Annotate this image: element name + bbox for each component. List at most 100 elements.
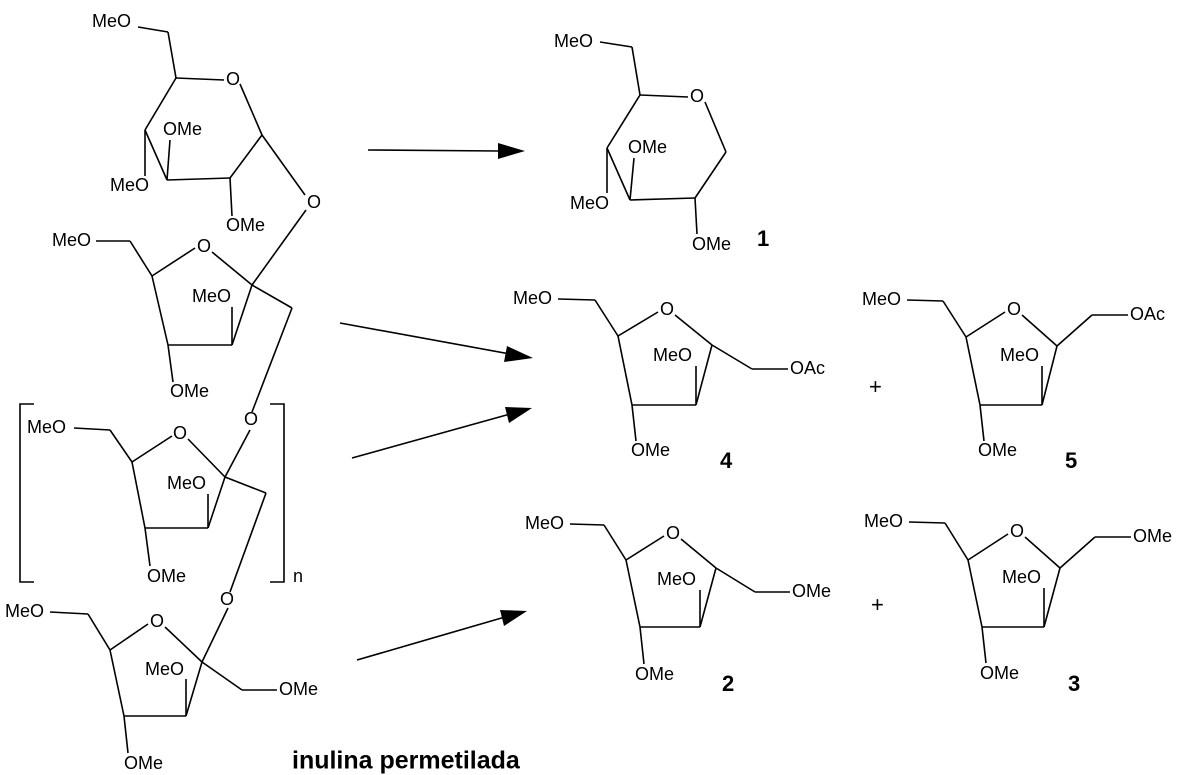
bond (166, 177, 231, 181)
bond (109, 429, 133, 463)
meo-label: MeO (525, 513, 564, 533)
bond (151, 275, 169, 346)
bond (261, 134, 306, 196)
compound-number: 5 (1065, 448, 1077, 473)
meo-label: MeO (192, 286, 231, 306)
glucopyranose-unit: MeO O OMe MeO OMe O (92, 11, 321, 235)
bond (625, 535, 665, 561)
bond (229, 134, 263, 179)
bond (87, 613, 111, 651)
bond (715, 567, 756, 593)
reaction-arrows (339, 143, 533, 661)
bond (207, 476, 226, 529)
ring-oxygen: O (666, 523, 680, 543)
bond (167, 31, 177, 79)
oac-label: OAc (790, 358, 825, 378)
compound-4: MeO O OAc MeO OMe 4 (513, 288, 825, 473)
ome-label: OMe (635, 664, 674, 684)
meo-label: MeO (1002, 567, 1041, 587)
bond (1043, 567, 1061, 628)
compound-number: 3 (1068, 671, 1080, 696)
fructofuranose-unit: MeO O MeO OMe O (52, 209, 307, 429)
bond (1056, 314, 1093, 347)
bond (674, 314, 713, 346)
ome-label: OMe (1133, 526, 1172, 546)
meo-label: MeO (862, 289, 901, 309)
ome-label: OMe (792, 581, 831, 601)
bond (617, 311, 659, 337)
bond (1021, 314, 1058, 347)
inulin-structure: MeO O OMe MeO OMe O MeO O (5, 11, 521, 775)
compound-number: 1 (757, 226, 769, 251)
bond (942, 300, 967, 338)
bond (49, 611, 89, 615)
bond (625, 559, 641, 628)
bond (1059, 536, 1096, 569)
glycosidic-oxygen: O (307, 192, 321, 212)
meo-label: MeO (1000, 345, 1039, 365)
bond (109, 649, 125, 717)
bond (603, 524, 627, 561)
bond (680, 538, 717, 569)
oac-label: OAc (1130, 304, 1165, 324)
bond (167, 344, 174, 383)
ome-label: OMe (980, 663, 1019, 683)
bond (123, 715, 129, 754)
bond (569, 523, 605, 526)
meo-label: MeO (864, 511, 903, 531)
bond (166, 139, 171, 181)
bond (187, 438, 226, 478)
bond (251, 307, 293, 413)
bond (699, 567, 717, 628)
bond (129, 240, 153, 277)
compound-2: MeO O OMe MeO OMe 2 (525, 513, 831, 696)
bond (164, 626, 203, 663)
left-bracket (19, 403, 34, 583)
ome-label: OMe (978, 440, 1017, 460)
bond (639, 626, 645, 665)
bond (557, 298, 596, 301)
bond (944, 522, 969, 561)
meo-label: MeO (145, 659, 184, 679)
bond (109, 623, 149, 651)
meo-label: MeO (653, 345, 692, 365)
meo-label: MeO (5, 601, 44, 621)
bond (211, 251, 253, 286)
bond (144, 527, 151, 567)
meo-label: MeO (657, 569, 696, 589)
meo-label: MeO (27, 417, 66, 437)
bond (239, 83, 263, 136)
bond (251, 209, 307, 286)
bond (967, 559, 983, 628)
ring-oxygen: O (226, 69, 240, 89)
bond (224, 476, 267, 494)
compound-number: 2 (722, 671, 734, 696)
ome-label: OMe (279, 679, 318, 699)
bond (251, 284, 293, 309)
bond (175, 77, 225, 81)
bond (906, 299, 944, 302)
ome-label: OMe (628, 137, 667, 157)
bond (631, 404, 637, 442)
bond (965, 311, 1006, 338)
bond (73, 427, 111, 431)
bond (965, 336, 981, 406)
bond (144, 129, 168, 181)
bond (144, 77, 177, 131)
ome-label: OMe (631, 440, 670, 460)
arrow-to-4-lower (351, 407, 532, 459)
compound-number: 4 (720, 448, 733, 473)
bond (599, 41, 633, 48)
terminal-fructofuranose-unit: MeO O OMe MeO OMe (5, 601, 318, 773)
bond (981, 626, 987, 664)
ring-oxygen: O (1010, 521, 1024, 541)
ome-label: OMe (692, 234, 731, 254)
bond (695, 344, 713, 406)
bond (201, 661, 243, 691)
ome-label: OMe (147, 566, 186, 586)
bond (694, 197, 698, 235)
arrow-to-4-upper (339, 322, 533, 362)
glycosidic-oxygen: O (220, 589, 234, 609)
bond (224, 429, 251, 478)
